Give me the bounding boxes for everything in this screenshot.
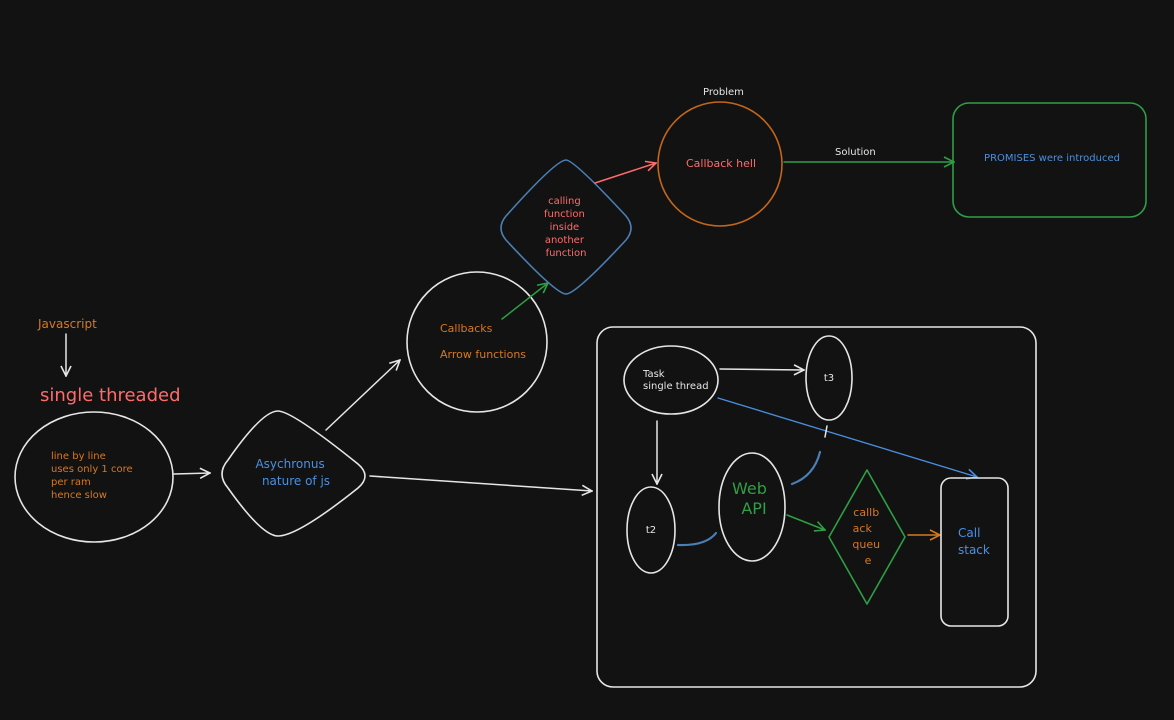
async-text: Asychronus nature of js	[255, 457, 330, 488]
event-loop-box	[596, 326, 1037, 688]
single-threaded-label: single threaded	[40, 385, 181, 406]
web-api-ellipse	[718, 452, 786, 562]
calling-function-line: calling	[548, 196, 581, 207]
line-by-line-line: hence slow	[51, 490, 107, 501]
arrow-async-to-event-loop-box	[369, 475, 592, 491]
connector-t3-to-web-api	[790, 450, 822, 486]
arrow-web-api-to-callback-queue	[786, 514, 825, 530]
task-line: single thread	[643, 381, 709, 392]
promises-label: PROMISES were introduced	[984, 153, 1120, 164]
callback-queue-line: ack	[853, 522, 873, 535]
callbacks-label: Callbacks	[440, 322, 493, 335]
async-diamond	[221, 410, 366, 537]
callback-hell-label: Callback hell	[686, 157, 756, 170]
t3-ellipse	[805, 335, 853, 421]
callback-queue-line: e	[865, 554, 872, 567]
t2-label: t2	[646, 525, 656, 536]
async-line: nature of js	[262, 474, 330, 488]
call-stack-line: stack	[958, 543, 990, 557]
calling-function-line: function	[546, 248, 587, 259]
task-line: Task	[642, 369, 665, 380]
t3-tick	[824, 425, 828, 438]
call-stack-line: Call	[958, 526, 980, 540]
async-line: Asychronus	[255, 457, 324, 471]
arrow-functions-label: Arrow functions	[440, 348, 526, 361]
line-by-line-line: uses only 1 core	[51, 464, 133, 475]
calling-function-line: inside	[550, 222, 580, 233]
web-api-line: Web	[732, 479, 767, 498]
calling-function-text: calling function inside another function	[544, 196, 588, 259]
callback-queue-line: queu	[852, 538, 880, 551]
call-stack-text: Call stack	[958, 526, 990, 557]
t3-label: t3	[824, 373, 834, 384]
callback-queue-line: callb	[853, 506, 879, 519]
arrow-async-to-callbacks	[325, 360, 400, 431]
calling-function-line: another	[545, 235, 585, 246]
arrow-ellipse-to-async	[173, 473, 210, 474]
javascript-label: Javascript	[37, 317, 97, 331]
single-threaded-ellipse	[14, 411, 174, 543]
line-by-line-text: line by line uses only 1 core per ram he…	[51, 451, 136, 501]
callback-queue-text: callb ack queu e	[852, 506, 883, 567]
arrow-task-to-call-stack	[717, 397, 977, 477]
arrow-callbacks-to-calling-function	[501, 283, 548, 320]
callback-hell-circle	[657, 101, 783, 227]
arrow-calling-function-to-callback-hell	[594, 163, 656, 184]
t2-ellipse	[626, 486, 676, 574]
call-stack-box	[940, 477, 1009, 627]
web-api-text: Web API	[732, 479, 772, 518]
promises-box	[952, 102, 1147, 218]
callback-queue-diamond	[828, 469, 906, 605]
connector-t2-to-web-api	[676, 531, 718, 547]
line-by-line-line: per ram	[51, 477, 91, 488]
calling-function-line: function	[544, 209, 585, 220]
line-by-line-line: line by line	[51, 451, 106, 462]
task-ellipse	[623, 345, 719, 415]
calling-function-diamond	[500, 159, 632, 295]
task-text: Task single thread	[642, 369, 709, 392]
callbacks-circle	[406, 271, 548, 413]
solution-label: Solution	[835, 147, 876, 158]
web-api-line: API	[741, 499, 766, 518]
problem-label: Problem	[703, 87, 744, 98]
arrow-task-to-t3	[719, 369, 804, 370]
